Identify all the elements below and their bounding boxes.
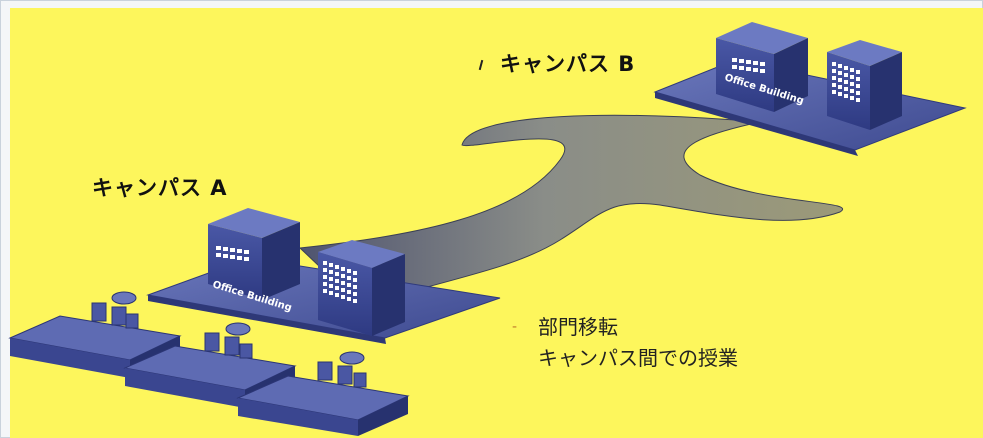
classroom-desks: [8, 291, 410, 436]
campus-a-buildings: Office Building: [146, 208, 501, 344]
campus-b-label: キャンパス B: [500, 52, 636, 76]
campus-b-buildings: Office Building: [653, 22, 967, 156]
bullet-list: - 部門移転 キャンパス間での授業: [512, 312, 738, 374]
bullet-item: キャンパス間での授業: [512, 343, 738, 374]
bullet-item: - 部門移転: [512, 312, 738, 343]
connecting-path: [298, 114, 844, 306]
bullet-text: キャンパス間での授業: [538, 346, 738, 370]
bullet-marker: -: [512, 319, 518, 335]
campus-a-label: キャンパス A: [92, 176, 228, 200]
bullet-text: 部門移転: [538, 315, 618, 339]
